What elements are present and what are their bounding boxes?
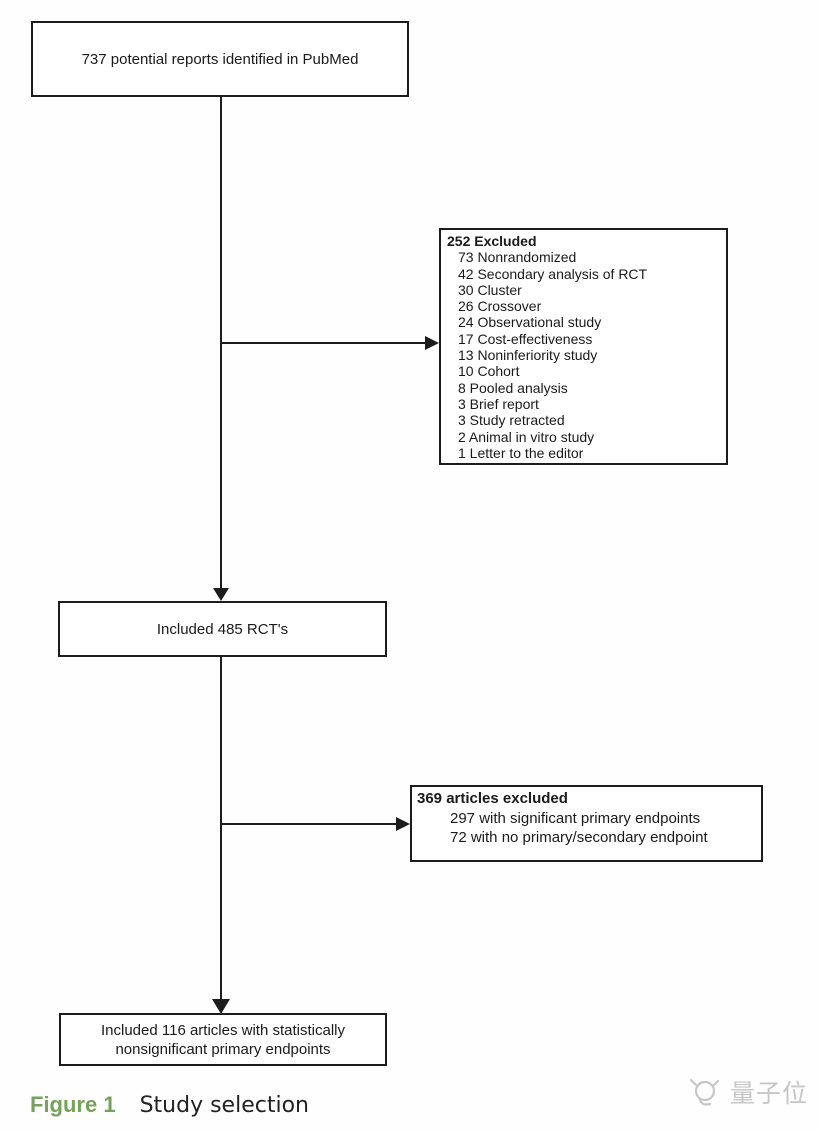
excluded-item: 13 Noninferiority study xyxy=(458,347,598,364)
qbitai-watermark: 量子位 xyxy=(688,1074,808,1110)
excluded-item: 26 Crossover xyxy=(458,298,542,315)
included-485-text: Included 485 RCT's xyxy=(156,620,289,638)
excluded-item: 72 with no primary/secondary endpoint xyxy=(450,829,708,846)
connector-vertical-bottom xyxy=(220,657,222,1002)
figure-caption: Figure 1 Study selection xyxy=(30,1092,309,1118)
excluded-252-title: 252 Excluded xyxy=(447,233,537,249)
excluded-item: 24 Observational study xyxy=(458,314,602,331)
flow-box-excluded-369: 369 articles excluded 297 with significa… xyxy=(410,785,763,862)
excluded-item: 8 Pooled analysis xyxy=(458,379,568,396)
excluded-item: 42 Secondary analysis of RCT xyxy=(458,265,648,282)
included-116-line2: nonsignificant primary endpoints xyxy=(115,1040,331,1058)
qbitai-logo-icon xyxy=(689,1078,720,1106)
excluded-item: 297 with significant primary endpoints xyxy=(450,809,701,827)
flow-box-included-116: Included 116 articles with statistically… xyxy=(59,1013,387,1066)
figure-caption-text: Study selection xyxy=(139,1093,309,1118)
included-116-line1: Included 116 articles with statistically xyxy=(101,1021,345,1039)
figure-caption-label: Figure 1 xyxy=(30,1092,116,1117)
excluded-item: 2 Animal in vitro study xyxy=(458,428,595,445)
qbitai-watermark-text: 量子位 xyxy=(730,1080,809,1108)
excluded-item: 73 Nonrandomized xyxy=(458,249,577,266)
identified-reports-text: 737 potential reports identified in PubM… xyxy=(81,50,359,68)
excluded-item: 10 Cohort xyxy=(458,363,520,380)
excluded-369-title: 369 articles excluded xyxy=(417,790,568,807)
excluded-item: 30 Cluster xyxy=(458,281,522,298)
flow-box-identified-reports: 737 potential reports identified in PubM… xyxy=(31,21,409,97)
flow-box-excluded-252: 252 Excluded 73 Nonrandomized 42 Seconda… xyxy=(439,228,728,465)
excluded-item: 3 Brief report xyxy=(458,395,539,412)
connector-branch-excluded-252 xyxy=(221,342,427,344)
excluded-item: 1 Letter to the editor xyxy=(458,444,584,461)
excluded-item: 3 Study retracted xyxy=(458,412,565,429)
arrowhead-right-to-252-icon xyxy=(425,336,439,350)
arrowhead-right-to-369-icon xyxy=(396,817,410,831)
arrowhead-down-to-485-icon xyxy=(213,588,229,601)
flow-box-included-485: Included 485 RCT's xyxy=(58,601,387,657)
excluded-item: 17 Cost-effectiveness xyxy=(458,330,593,347)
connector-branch-excluded-369 xyxy=(221,823,398,825)
arrowhead-down-to-116-icon xyxy=(212,999,230,1014)
